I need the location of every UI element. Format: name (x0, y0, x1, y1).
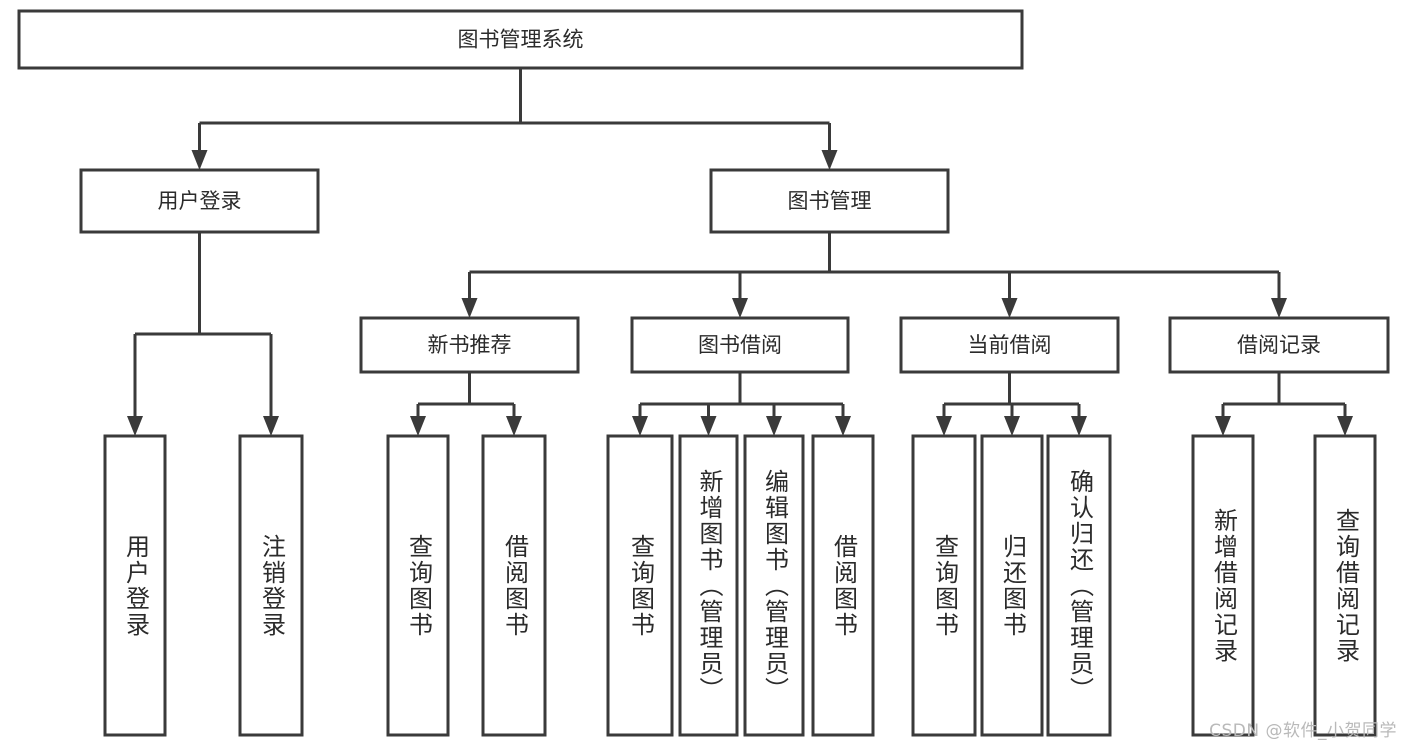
arrow-head-icon (127, 416, 143, 436)
node-box[interactable] (17, 9, 1024, 70)
leaf-node-box[interactable] (678, 434, 739, 737)
node-box[interactable] (630, 316, 850, 374)
leaf-node-box[interactable] (811, 434, 875, 737)
node-label: 图书借阅 (698, 333, 782, 357)
arrow-head-icon (461, 298, 478, 318)
leaf-node-box[interactable] (481, 434, 547, 737)
leaf-node-box[interactable] (911, 434, 977, 737)
arrow-head-icon (263, 416, 279, 436)
leaf-node-box[interactable] (103, 434, 167, 737)
arrow-head-icon (1071, 416, 1087, 436)
node-box[interactable] (1168, 316, 1390, 374)
arrow-head-icon (835, 416, 851, 436)
leaf-node-box[interactable] (1191, 434, 1255, 737)
arrow-head-icon (700, 416, 717, 436)
node-label: 用户登录 (158, 189, 242, 213)
node-box[interactable] (899, 316, 1120, 374)
arrow-head-icon (1271, 298, 1287, 318)
arrow-head-icon (766, 416, 782, 436)
leaf-node-box[interactable] (238, 434, 304, 737)
node-box[interactable] (709, 168, 950, 234)
leaf-node-box[interactable] (606, 434, 674, 737)
node-box[interactable] (359, 316, 580, 374)
node-label: 图书管理系统 (458, 28, 584, 52)
arrow-head-icon (632, 416, 648, 436)
node-label: 借阅记录 (1237, 333, 1321, 357)
arrow-head-icon (410, 416, 426, 436)
arrow-head-icon (821, 150, 838, 170)
arrow-head-icon (936, 416, 952, 436)
node-label: 图书管理 (788, 189, 872, 213)
leaf-node-box[interactable] (980, 434, 1044, 737)
node-label: 当前借阅 (968, 333, 1052, 357)
arrow-head-icon (1337, 416, 1353, 436)
leaf-node-box[interactable] (1046, 434, 1112, 737)
arrow-head-icon (1215, 416, 1231, 436)
leaf-node-box[interactable] (386, 434, 450, 737)
arrow-head-icon (191, 150, 208, 170)
leaf-node-box[interactable] (743, 434, 805, 737)
watermark-text: CSDN @软件_小贺同学 (1209, 721, 1397, 741)
arrow-head-icon (506, 416, 522, 436)
leaf-node-box[interactable] (1313, 434, 1377, 737)
arrow-head-icon (1004, 416, 1020, 436)
arrow-head-icon (1001, 298, 1018, 318)
arrow-head-icon (732, 298, 748, 318)
node-label: 新书推荐 (428, 333, 512, 357)
